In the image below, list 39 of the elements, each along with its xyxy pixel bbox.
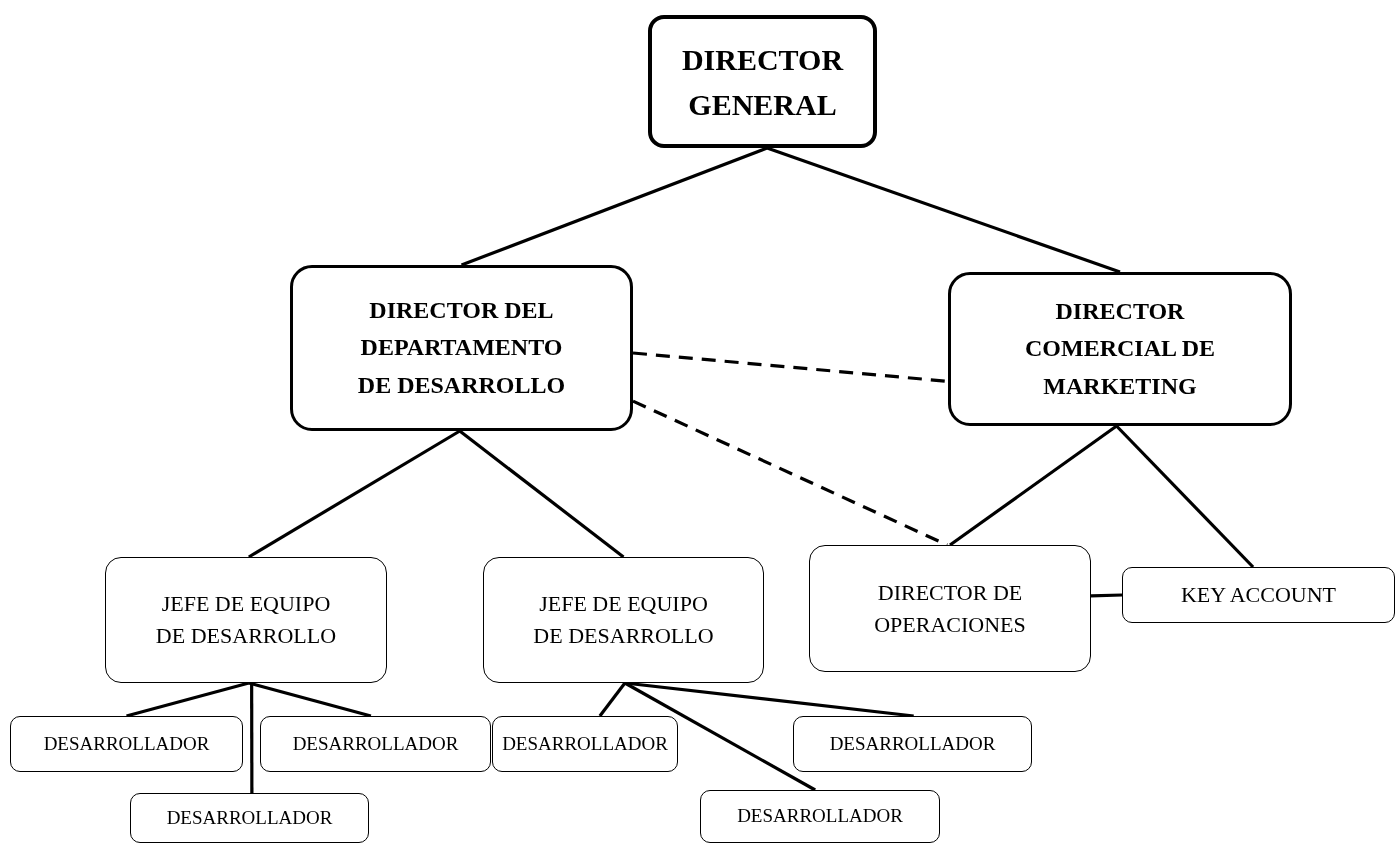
connector-line bbox=[624, 681, 816, 792]
role-box bbox=[290, 265, 633, 431]
connector-line bbox=[248, 681, 372, 718]
connector-line bbox=[1090, 593, 1123, 598]
role-box bbox=[700, 790, 940, 843]
role-box bbox=[130, 793, 369, 843]
role-title: JEFE DE EQUIPO DE DESARROLLO bbox=[154, 590, 338, 650]
role-title: DIRECTOR GENERAL bbox=[680, 41, 845, 123]
role-box bbox=[483, 557, 764, 683]
role-title: DESARROLLADOR bbox=[43, 731, 210, 756]
role-box bbox=[648, 15, 877, 148]
dashed-connector bbox=[632, 399, 948, 547]
role-title: DIRECTOR DEL DEPARTAMENTO DE DESARROLLO bbox=[356, 296, 567, 400]
connector-line bbox=[598, 682, 627, 717]
role-title: DIRECTOR DE OPERACIONES bbox=[873, 578, 1027, 639]
role-box bbox=[1122, 567, 1395, 623]
connector-line bbox=[248, 429, 461, 559]
connector-line bbox=[766, 146, 1121, 274]
connector-line bbox=[126, 681, 250, 718]
role-title: DESARROLLADOR bbox=[502, 731, 668, 756]
role-box bbox=[260, 716, 491, 772]
role-box bbox=[105, 557, 387, 683]
role-box bbox=[10, 716, 243, 772]
connector-line bbox=[460, 146, 768, 267]
role-box bbox=[809, 545, 1091, 672]
role-title: DESARROLLADOR bbox=[737, 804, 903, 829]
role-box bbox=[492, 716, 678, 772]
connector-line bbox=[1115, 424, 1255, 569]
connector-line bbox=[250, 683, 254, 793]
role-title: DESARROLLADOR bbox=[292, 731, 459, 756]
role-box bbox=[793, 716, 1032, 772]
connector-line bbox=[458, 429, 625, 559]
role-title: KEY ACCOUNT bbox=[1181, 580, 1336, 609]
connector-line bbox=[949, 424, 1118, 547]
role-title: DESARROLLADOR bbox=[166, 805, 333, 830]
role-title: DESARROLLADOR bbox=[829, 731, 996, 756]
role-box bbox=[948, 272, 1292, 426]
role-title: DIRECTOR COMERCIAL DE MARKETING bbox=[1024, 297, 1216, 401]
role-title: JEFE DE EQUIPO DE DESARROLLO bbox=[532, 590, 715, 650]
